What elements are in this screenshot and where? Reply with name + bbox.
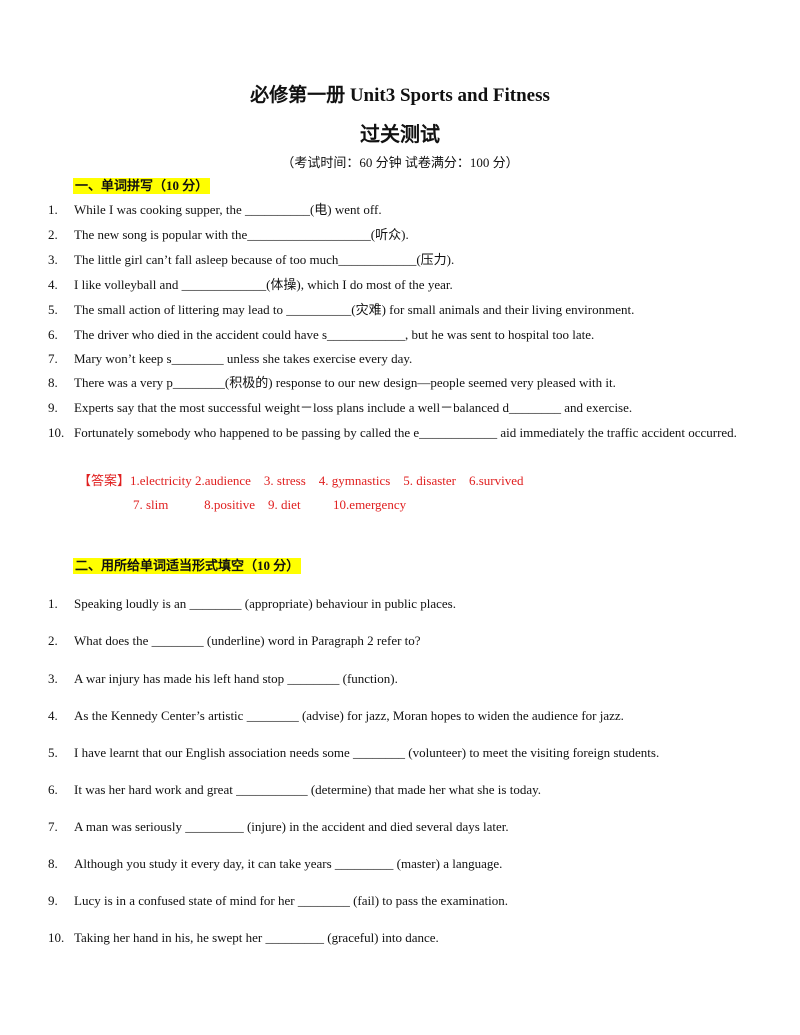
question-number: 10. [48,425,65,440]
question-number: 9. [48,893,58,908]
question-text: There was a very p________(积极的) response… [74,375,616,390]
question-item: 8. Although you study it every day, it c… [48,852,740,876]
question-text: It was her hard work and great _________… [74,782,542,797]
question-item: 10. Fortunately somebody who happened to… [48,421,740,445]
question-text: The new song is popular with the________… [74,227,409,242]
answer-key-line-2: 7. slim 8.positive 9. diet 10.emergency [133,497,407,512]
question-number: 2. [48,633,58,648]
question-item: 5. The small action of littering may lea… [48,298,740,322]
question-number: 5. [48,302,58,317]
section1-heading: 一、单词拼写（10 分） [73,178,211,194]
question-text: A war injury has made his left hand stop… [74,671,398,686]
question-item: 7. A man was seriously _________ (injure… [48,815,740,839]
question-number: 10. [48,930,65,945]
exam-info: （考试时间：60 分钟 试卷满分：100 分） [281,155,519,170]
question-text: What does the ________ (underline) word … [74,633,421,648]
section2-heading: 二、用所给单词适当形式填空（10 分） [73,558,302,574]
question-item: 4. I like volleyball and _____________(体… [48,273,740,297]
question-item: 3. A war injury has made his left hand s… [48,667,740,691]
question-item: 2. The new song is popular with the_____… [48,223,740,247]
question-text: I like volleyball and _____________(体操),… [74,277,453,292]
question-item: 7. Mary won’t keep s________ unless she … [48,347,740,371]
question-number: 3. [48,252,58,267]
question-text: Taking her hand in his, he swept her ___… [74,930,439,945]
question-number: 7. [48,351,58,366]
question-number: 8. [48,375,58,390]
question-item: 9. Lucy is in a confused state of mind f… [48,889,740,913]
question-text: Speaking loudly is an ________ (appropri… [74,596,456,611]
question-item: 3. The little girl can’t fall asleep bec… [48,248,740,272]
question-number: 5. [48,745,58,760]
question-text: A man was seriously _________ (injure) i… [74,819,509,834]
question-number: 6. [48,782,58,797]
question-item: 6. It was her hard work and great ______… [48,778,740,802]
question-number: 1. [48,202,58,217]
question-text: Experts say that the most successful wei… [74,400,633,415]
question-number: 9. [48,400,58,415]
question-text: As the Kennedy Center’s artistic _______… [74,708,624,723]
question-text: Fortunately somebody who happened to be … [74,425,737,440]
question-item: 4. As the Kennedy Center’s artistic ____… [48,704,740,728]
question-number: 1. [48,596,58,611]
question-number: 3. [48,671,58,686]
document-title: 必修第一册 Unit3 Sports and Fitness [250,85,550,106]
question-number: 4. [48,708,58,723]
question-number: 6. [48,327,58,342]
answer-key-line-1: 【答案】1.electricity 2.audience 3. stress 4… [78,473,524,488]
question-item: 9. Experts say that the most successful … [48,396,740,420]
question-text: The small action of littering may lead t… [74,302,635,317]
question-text: Mary won’t keep s________ unless she tak… [74,351,413,366]
question-item: 10. Taking her hand in his, he swept her… [48,926,740,950]
question-item: 1. While I was cooking supper, the _____… [48,198,740,222]
document-subtitle: 过关测试 [360,124,440,146]
question-text: Although you study it every day, it can … [74,856,503,871]
question-number: 2. [48,227,58,242]
question-text: I have learnt that our English associati… [74,745,660,760]
question-number: 4. [48,277,58,292]
question-text: The driver who died in the accident coul… [74,327,595,342]
question-text: Lucy is in a confused state of mind for … [74,893,508,908]
question-number: 7. [48,819,58,834]
question-item: 6. The driver who died in the accident c… [48,323,740,347]
question-item: 1. Speaking loudly is an ________ (appro… [48,592,740,616]
question-item: 8. There was a very p________(积极的) respo… [48,371,740,395]
question-number: 8. [48,856,58,871]
question-item: 2. What does the ________ (underline) wo… [48,629,740,653]
question-text: The little girl can’t fall asleep becaus… [74,252,455,267]
question-item: 5. I have learnt that our English associ… [48,741,740,765]
question-text: While I was cooking supper, the ________… [74,202,382,217]
